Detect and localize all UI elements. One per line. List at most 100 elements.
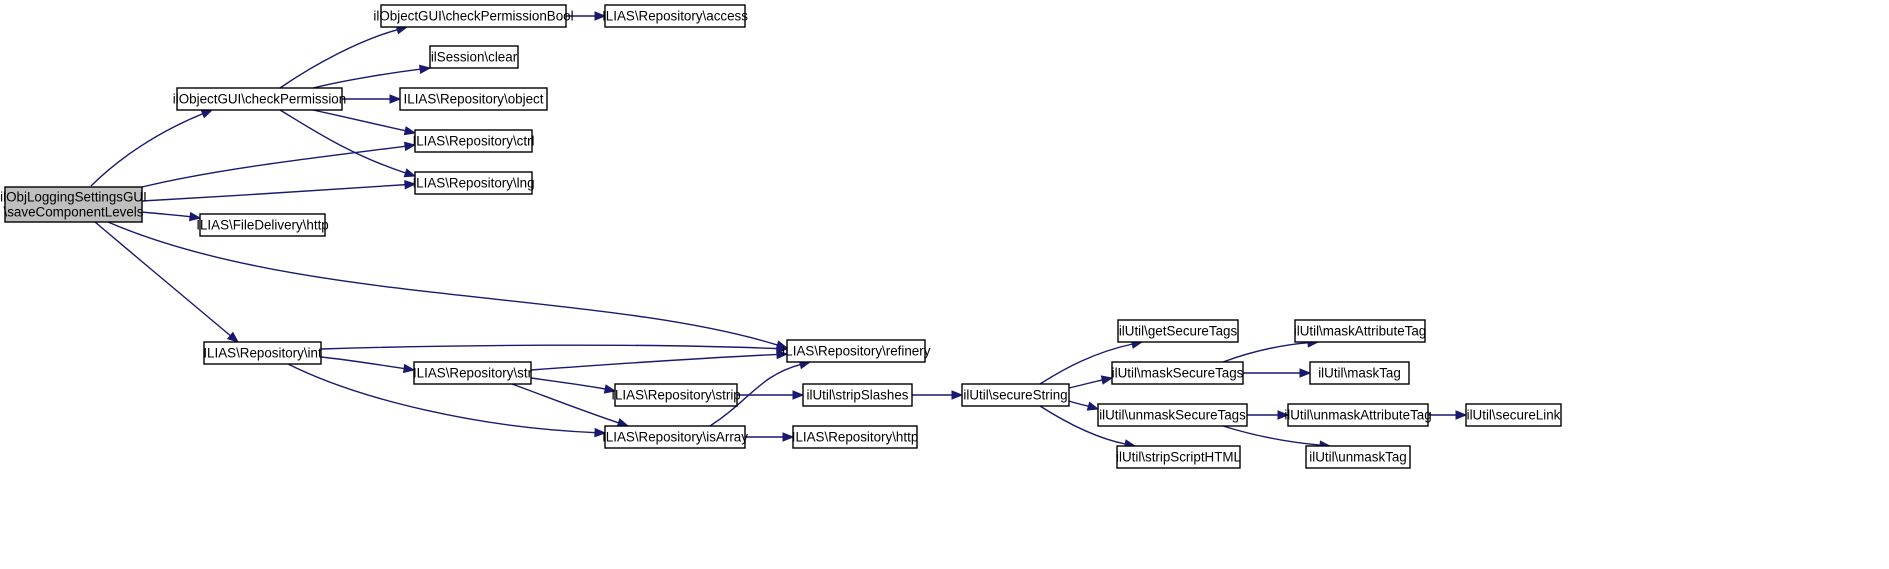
node-box[interactable] xyxy=(614,383,738,407)
nodes-layer: ilObjLoggingSettingsGUI\saveComponentLev… xyxy=(0,4,1562,469)
node-box[interactable] xyxy=(429,45,519,69)
arrowhead xyxy=(189,211,202,222)
node-lng[interactable]: ILIAS\Repository\lng xyxy=(412,171,535,195)
edge-str-to-refinery xyxy=(530,349,789,371)
arrowhead xyxy=(200,109,214,119)
arrowhead xyxy=(1299,368,1312,378)
node-box[interactable] xyxy=(199,213,326,237)
node-box[interactable] xyxy=(414,129,533,153)
node-box[interactable] xyxy=(1309,361,1410,385)
node-box[interactable] xyxy=(1287,403,1429,427)
node-maskSecureTags[interactable]: ilUtil\maskSecureTags xyxy=(1111,361,1244,385)
node-str[interactable]: ILIAS\Repository\str xyxy=(413,361,533,385)
edge-line xyxy=(312,109,407,132)
edge-line xyxy=(279,109,407,174)
node-label: ilUtil\getSecureTags xyxy=(1119,324,1238,339)
node-getSecureTags[interactable]: ilUtil\getSecureTags xyxy=(1117,319,1239,343)
edge-saveComponentLevels-to-fdHttp xyxy=(141,211,202,222)
node-box[interactable] xyxy=(176,87,343,111)
node-stripSlashes[interactable]: ilUtil\stripSlashes xyxy=(802,383,913,407)
edge-saveComponentLevels-to-checkPermission xyxy=(90,109,214,187)
edge-checkPermission-to-object xyxy=(341,94,402,104)
node-box[interactable] xyxy=(1111,361,1244,385)
node-box[interactable] xyxy=(399,87,548,111)
node-box[interactable] xyxy=(203,341,322,365)
edge-saveComponentLevels-to-lng xyxy=(141,179,417,202)
arrowhead xyxy=(402,363,416,374)
node-secureString[interactable]: ilUtil\secureString xyxy=(961,383,1070,407)
arrowhead xyxy=(404,179,417,190)
node-int[interactable]: ILIAS\Repository\int xyxy=(203,341,322,365)
edge-line xyxy=(287,363,597,434)
node-label: ilUtil\maskAttributeTag xyxy=(1294,324,1426,339)
node-box[interactable] xyxy=(4,186,143,223)
node-box[interactable] xyxy=(604,4,746,28)
node-label: ilUtil\maskTag xyxy=(1318,366,1401,381)
edge-secureString-to-maskSecureTags xyxy=(1068,375,1114,389)
edge-line xyxy=(530,377,607,390)
edge-line xyxy=(90,112,204,187)
edge-checkPermissionBool-to-access xyxy=(566,11,607,21)
node-label: ilUtil\unmaskAttributeTag xyxy=(1284,408,1431,423)
node-unmaskAttributeTag[interactable]: ilUtil\unmaskAttributeTag xyxy=(1284,403,1432,427)
node-sessionClear[interactable]: ilSession\clear xyxy=(429,45,519,69)
node-strip[interactable]: ILIAS\Repository\strip xyxy=(611,383,741,407)
node-object[interactable]: ILIAS\Repository\object xyxy=(399,87,548,111)
node-checkPermission[interactable]: ilObjectGUI\checkPermission xyxy=(173,87,346,111)
node-box[interactable] xyxy=(961,383,1070,407)
node-checkPermissionBool[interactable]: ilObjectGUI\checkPermissionBool xyxy=(373,4,574,28)
node-stripScriptHTML[interactable]: ilUtil\stripScriptHTML xyxy=(1116,445,1241,469)
edge-line xyxy=(1068,379,1104,389)
edge-line xyxy=(1068,400,1090,408)
node-label: ilUtil\stripSlashes xyxy=(807,388,909,403)
node-box[interactable] xyxy=(1116,445,1241,469)
node-box[interactable] xyxy=(786,339,926,363)
edge-checkPermission-to-lng xyxy=(279,109,417,178)
arrowhead xyxy=(403,126,417,136)
node-saveComponentLevels[interactable]: ilObjLoggingSettingsGUI\saveComponentLev… xyxy=(0,186,147,223)
node-box[interactable] xyxy=(1465,403,1562,427)
node-repoHttp[interactable]: ILIAS\Repository\http xyxy=(792,425,919,449)
node-label: ilUtil\secureLink xyxy=(1467,408,1561,423)
edge-line xyxy=(320,344,779,350)
node-label: ILIAS\Repository\refinery xyxy=(782,344,931,359)
node-ctrl[interactable]: ILIAS\Repository\ctrl xyxy=(412,129,535,153)
node-box[interactable] xyxy=(604,425,746,449)
edge-line xyxy=(141,145,407,188)
node-box[interactable] xyxy=(1097,403,1248,427)
edge-line xyxy=(141,211,192,218)
node-box[interactable] xyxy=(802,383,913,407)
node-label: ilObjectGUI\checkPermission xyxy=(173,92,346,107)
arrowhead xyxy=(603,384,617,394)
edge-line xyxy=(1222,342,1310,363)
node-maskTag[interactable]: ilUtil\maskTag xyxy=(1309,361,1410,385)
node-label: ilObjectGUI\checkPermissionBool xyxy=(373,9,573,24)
edge-int-to-str xyxy=(320,356,416,374)
node-box[interactable] xyxy=(1117,319,1239,343)
node-box[interactable] xyxy=(380,4,567,28)
node-label: ILIAS\Repository\isArray xyxy=(602,430,748,445)
node-maskAttributeTag[interactable]: ilUtil\maskAttributeTag xyxy=(1294,319,1426,343)
node-box[interactable] xyxy=(1294,319,1426,343)
node-unmaskTag[interactable]: ilUtil\unmaskTag xyxy=(1305,445,1411,469)
edge-int-to-refinery xyxy=(320,343,789,354)
edge-checkPermission-to-sessionClear xyxy=(312,64,432,89)
node-box[interactable] xyxy=(414,171,533,195)
node-fdHttp[interactable]: ILIAS\FileDelivery\http xyxy=(196,213,329,237)
arrowhead xyxy=(226,331,240,343)
edge-stripSlashes-to-secureString xyxy=(911,390,964,400)
edge-line xyxy=(530,353,779,371)
edge-saveComponentLevels-to-refinery xyxy=(107,221,789,350)
node-box[interactable] xyxy=(413,361,532,385)
node-box[interactable] xyxy=(1305,445,1411,469)
node-access[interactable]: ILIAS\Repository\access xyxy=(602,4,748,28)
edge-line xyxy=(320,356,406,370)
node-secureLink[interactable]: ilUtil\secureLink xyxy=(1465,403,1562,427)
node-box[interactable] xyxy=(792,425,918,449)
edge-line xyxy=(141,183,407,202)
node-refinery[interactable]: ILIAS\Repository\refinery xyxy=(782,339,931,363)
edge-line xyxy=(279,28,399,89)
node-isArray[interactable]: ILIAS\Repository\isArray xyxy=(602,425,748,449)
node-unmaskSecureTags[interactable]: ilUtil\unmaskSecureTags xyxy=(1097,403,1248,427)
arrowhead xyxy=(792,390,805,400)
